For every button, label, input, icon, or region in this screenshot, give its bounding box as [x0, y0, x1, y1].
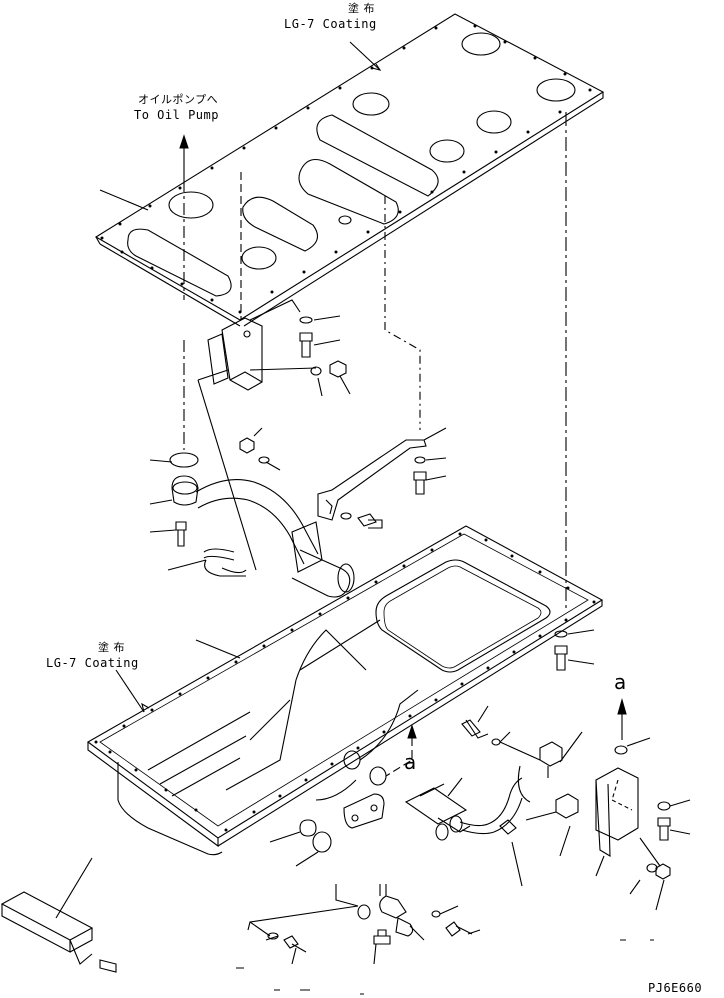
alignment-line: [386, 726, 412, 776]
leader: [198, 370, 228, 380]
leader: [670, 800, 690, 806]
pan-bolt-right: [555, 631, 567, 670]
leader: [314, 316, 340, 320]
leader: [568, 660, 594, 664]
leader-arrow: [142, 704, 149, 712]
leader: [426, 476, 446, 480]
upper-bracket: [208, 318, 262, 390]
leader: [656, 880, 664, 910]
leader: [340, 376, 350, 394]
upper-bolt: [300, 317, 346, 377]
leader: [630, 880, 640, 894]
leader: [266, 462, 280, 470]
leader: [150, 460, 172, 462]
leader: [500, 732, 510, 742]
leader: [254, 428, 262, 436]
leader: [250, 300, 300, 320]
leader: [560, 826, 570, 856]
marker-a-right: a: [614, 670, 627, 694]
bolt-a-head: [462, 720, 480, 736]
leader: [374, 944, 376, 964]
leader: [478, 706, 488, 722]
leader: [568, 630, 594, 634]
leader: [596, 856, 604, 876]
middle-bracket: [318, 440, 426, 528]
middle-bolt: [414, 457, 426, 494]
drawing-code: PJ6E660: [648, 981, 703, 995]
right-bolts: [615, 746, 670, 879]
marker-a-center: a: [404, 750, 417, 774]
leader: [150, 530, 176, 532]
leader: [250, 368, 316, 370]
leader: [318, 378, 322, 396]
leader: [424, 428, 446, 440]
leader: [56, 858, 92, 918]
leader: [292, 948, 296, 964]
leader: [670, 830, 690, 834]
leader: [426, 458, 446, 460]
tick-marks: [236, 940, 654, 994]
leader: [440, 906, 458, 914]
leader: [500, 742, 540, 760]
alignment-line: [385, 196, 420, 430]
suction-tube: [170, 453, 354, 597]
leader: [196, 640, 240, 658]
leader: [250, 922, 270, 936]
tube-clamp: [204, 549, 246, 576]
bottom-fittings: [248, 884, 472, 952]
top-coating-jp-label: 塗 布: [348, 2, 375, 15]
left-coating-jp-label: 塗 布: [98, 641, 125, 654]
side-fittings: [300, 751, 386, 852]
leader: [336, 884, 358, 906]
leader: [410, 926, 424, 940]
leader: [266, 936, 278, 940]
oil-pan: [88, 526, 602, 855]
to-oil-pump-arrow: [180, 136, 188, 450]
dipstick-tool: [2, 892, 116, 972]
leader: [350, 42, 380, 70]
arrow-a-head: [618, 700, 626, 714]
top-coating-en-label: LG-7 Coating: [284, 17, 377, 31]
leader: [627, 738, 650, 746]
leader: [296, 852, 318, 866]
arrow-head: [408, 726, 416, 738]
leader: [640, 838, 660, 866]
oil-pump-en-label: To Oil Pump: [134, 108, 219, 122]
bolt-a: [466, 720, 488, 738]
tube-bolts: [176, 438, 269, 546]
leader: [512, 842, 522, 886]
washer: [492, 739, 500, 745]
leader: [198, 380, 256, 570]
oil-pan-gasket: [96, 14, 603, 326]
leader: [448, 778, 462, 796]
leader: [168, 560, 206, 570]
right-bracket: [596, 768, 638, 856]
leader: [560, 732, 582, 762]
leader: [314, 340, 340, 345]
left-coating-en-label: LG-7 Coating: [46, 656, 139, 670]
oil-pump-jp-label: オイルポンプへ: [138, 93, 219, 106]
leader-arrow: [372, 64, 380, 70]
leader: [150, 500, 172, 504]
leader: [116, 670, 144, 712]
leader: [100, 190, 148, 210]
leader: [468, 930, 480, 934]
leader: [270, 832, 300, 842]
level-sensor: [406, 778, 522, 840]
